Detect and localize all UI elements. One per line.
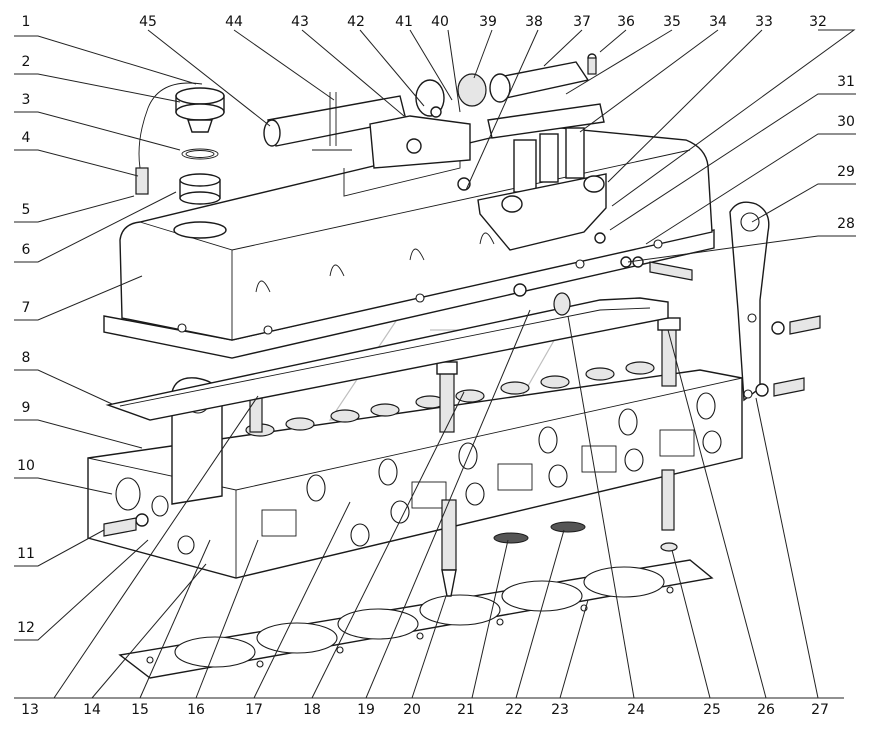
callout-31: 31 <box>837 74 855 90</box>
callout-29: 29 <box>837 164 855 180</box>
callout-38: 38 <box>525 14 543 30</box>
callout-32: 32 <box>809 14 827 30</box>
callout-16: 16 <box>187 702 205 718</box>
callout-33: 33 <box>755 14 773 30</box>
injectors <box>441 469 675 597</box>
callout-26: 26 <box>757 702 775 718</box>
callout-17: 17 <box>245 702 263 718</box>
callout-12: 12 <box>17 620 35 636</box>
callout-40: 40 <box>431 14 449 30</box>
callout-6: 6 <box>22 242 31 258</box>
callout-43: 43 <box>291 14 309 30</box>
cylinder-head-gasket <box>118 559 714 679</box>
callout-25: 25 <box>703 702 721 718</box>
thermostat-housing <box>369 61 590 169</box>
callout-34: 34 <box>709 14 727 30</box>
callout-1: 1 <box>22 14 31 30</box>
callout-10: 10 <box>17 458 35 474</box>
leader-lines <box>14 29 856 699</box>
callout-8: 8 <box>22 350 31 366</box>
callout-37: 37 <box>573 14 591 30</box>
callout-14: 14 <box>83 702 101 718</box>
callout-19: 19 <box>357 702 375 718</box>
callout-24: 24 <box>627 702 645 718</box>
callout-7: 7 <box>22 300 31 316</box>
intake-ports <box>261 392 722 547</box>
injector-washers <box>493 521 678 552</box>
callout-35: 35 <box>663 14 681 30</box>
callout-44: 44 <box>225 14 243 30</box>
rear-lifting-eye <box>729 201 770 402</box>
valve-cover <box>103 125 715 359</box>
callout-42: 42 <box>347 14 365 30</box>
callout-23: 23 <box>551 702 569 718</box>
callout-45: 45 <box>139 14 157 30</box>
callout-20: 20 <box>403 702 421 718</box>
callout-11: 11 <box>17 546 35 562</box>
callout-3: 3 <box>22 92 31 108</box>
fuel-filter-assembly <box>457 53 607 251</box>
valve-cover-gasket <box>105 297 669 421</box>
callout-18: 18 <box>303 702 321 718</box>
callout-4: 4 <box>22 130 31 146</box>
callout-21: 21 <box>457 702 475 718</box>
callout-27: 27 <box>811 702 829 718</box>
callout-41: 41 <box>395 14 413 30</box>
callout-39: 39 <box>479 14 497 30</box>
callout-30: 30 <box>837 114 855 130</box>
callout-15: 15 <box>131 702 149 718</box>
callout-numbers: 45 44 43 42 41 40 39 38 37 36 35 34 33 3… <box>17 14 855 718</box>
oil-filler-assembly <box>135 82 227 239</box>
callout-13: 13 <box>21 702 39 718</box>
callout-9: 9 <box>22 400 31 416</box>
callout-22: 22 <box>505 702 523 718</box>
callout-36: 36 <box>617 14 635 30</box>
callout-28: 28 <box>837 216 855 232</box>
callout-2: 2 <box>22 54 31 70</box>
callout-5: 5 <box>22 202 31 218</box>
